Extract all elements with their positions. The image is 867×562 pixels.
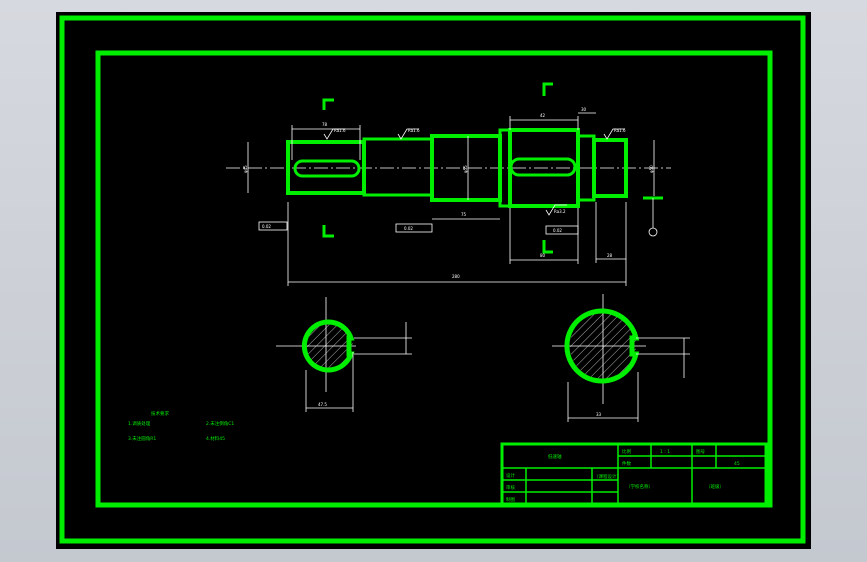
tech-note-3: 3.未注圆角R1: [128, 435, 156, 442]
tol-box-1: 0.02: [262, 224, 271, 229]
roughness-3: Ra1.6: [614, 128, 626, 133]
title-block: 低速轴 比例 1 : 1 图号 件数 45 设计 审核 制图 （课程设计） （学…: [500, 442, 768, 506]
part-name: 低速轴: [548, 453, 562, 460]
section-view-left: 47.5: [276, 297, 412, 412]
quantity-label: 件数: [622, 460, 631, 467]
drawing-svg: 280 78 75 42 30 80 28: [59, 15, 806, 544]
material-value: 45: [734, 461, 740, 467]
dim-seg-right-bottom: 80: [540, 253, 546, 258]
section-view-right: 33: [552, 294, 690, 422]
shaft-main-view: 280 78 75 42 30 80 28: [226, 82, 671, 286]
scale-value: 1 : 1: [660, 449, 670, 455]
drawing-canvas[interactable]: 280 78 75 42 30 80 28: [56, 12, 811, 549]
tech-notes-heading: 技术要求: [151, 410, 169, 417]
section-marker-b-top: [542, 82, 553, 96]
tol-box-2: 0.02: [404, 226, 413, 231]
tech-note-2: 2.未注倒角C1: [206, 420, 234, 427]
dim-dia-left: φ45: [243, 165, 248, 173]
roughness-2: Ra1.6: [408, 128, 420, 133]
dim-overall-length: 280: [452, 274, 460, 279]
shaft-segment-2: [362, 137, 434, 197]
shaft-segment-left: [286, 140, 366, 195]
roughness-1: Ra1.6: [334, 128, 346, 133]
dim-section-right-width: 33: [596, 412, 602, 417]
designer-label: 设计: [506, 472, 515, 479]
keyway-right: [509, 157, 577, 177]
section-marker-a-top: [322, 98, 334, 110]
dim-seg-right-end: 28: [607, 253, 613, 258]
dim-dia-mid: φ55: [463, 165, 468, 173]
dim-dia-right: φ50: [649, 165, 654, 173]
class-label: （班级）: [706, 483, 724, 490]
drawing-no-label: 图号: [696, 449, 705, 455]
keyway-left: [293, 159, 361, 178]
dim-seg-right-top: 42: [540, 113, 546, 118]
section-marker-b-bottom: [542, 240, 553, 254]
dim-section-left-width: 47.5: [318, 402, 327, 407]
scale-label: 比例: [622, 448, 631, 455]
dim-seg-left: 78: [322, 122, 328, 127]
section-marker-a-bottom: [322, 225, 334, 238]
dim-seg-right-top2: 30: [581, 107, 587, 112]
checker-label: 审核: [506, 484, 515, 491]
tech-notes: 技术要求 1.调质处理 2.未注倒角C1 3.未注圆角R1 4.材料45: [128, 410, 234, 442]
outer-border: [59, 15, 806, 544]
drawer-label: 制图: [506, 496, 515, 503]
inner-border: [95, 50, 773, 508]
school-label: （学校名称）: [626, 483, 653, 490]
tol-box-3: 0.02: [553, 228, 562, 233]
course-label: （课程设计）: [594, 473, 621, 480]
dim-seg-mid: 75: [461, 212, 467, 217]
shaft-segment-right: [592, 138, 628, 198]
tech-note-1: 1.调质处理: [128, 420, 151, 427]
tech-note-4: 4.材料45: [206, 435, 225, 442]
roughness-4: Ra3.2: [554, 209, 566, 214]
